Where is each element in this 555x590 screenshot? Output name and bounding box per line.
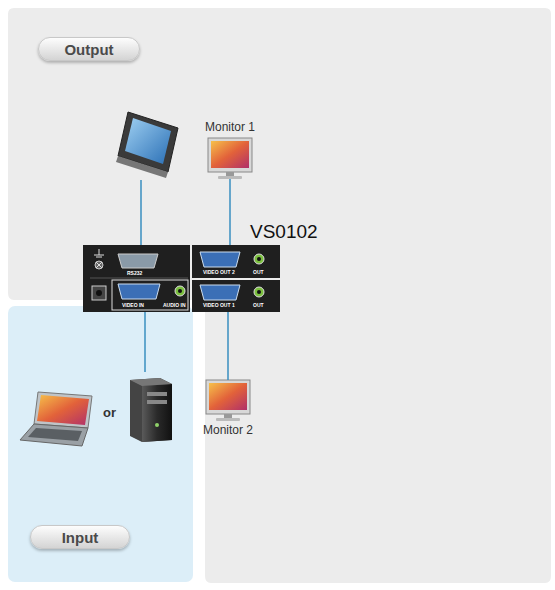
monitor-icon [206, 380, 250, 421]
port-label: VIDEO IN [122, 303, 144, 308]
section-tab: Input [30, 525, 130, 549]
wire [140, 180, 142, 245]
section-tab: Output [38, 37, 140, 61]
port-label: RS232 [127, 271, 142, 276]
pc-tower-icon [130, 378, 172, 442]
output-panel [8, 8, 551, 583]
port-label: VIDEO OUT 1 [203, 303, 235, 308]
device-label: Monitor 2 [203, 423, 253, 437]
vs0102-rear-panel [83, 245, 280, 312]
conjunction-text: or [103, 406, 116, 419]
model-name: VS0102 [250, 221, 318, 243]
port-label: VIDEO OUT 2 [203, 270, 235, 275]
video-cable [229, 179, 231, 245]
video-splitter: VS0102 [83, 245, 280, 312]
monitor: Monitor 2 [206, 380, 250, 421]
section-title: Input [62, 529, 99, 546]
wire [144, 312, 146, 372]
monitor-icon [208, 138, 252, 179]
port-label: OUT [253, 303, 264, 308]
laptop-icon [20, 392, 92, 446]
port-label: OUT [253, 270, 264, 275]
section-title: Output [64, 41, 113, 58]
device-label: Monitor 1 [205, 120, 255, 134]
video-cable [227, 312, 229, 380]
port-label: AUDIO IN [163, 303, 186, 308]
input-panel [8, 306, 193, 582]
touch-panel-icon [116, 112, 178, 178]
monitor: Monitor 1 [208, 138, 252, 179]
